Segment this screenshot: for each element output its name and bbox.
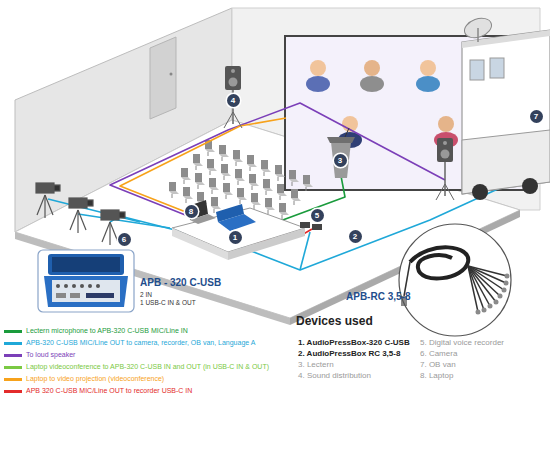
legend-text: APB-320 C-USB MIC/Line OUT to camera, re… (26, 338, 255, 348)
legend-text: APB 320 C-USB MIC/Line OUT to recorder U… (26, 386, 192, 396)
callout-number: 6 (118, 233, 131, 246)
door (150, 37, 176, 119)
callout-number: 8 (185, 205, 198, 218)
inset-frame (38, 250, 134, 312)
device-name: APB - 320 C-USB (140, 277, 221, 288)
legend-line-swatch (4, 378, 22, 381)
legend-text: Laptop to video projection (videoconfere… (26, 374, 164, 384)
legend-text: Lectern microphone to APB-320 C-USB MIC/… (26, 326, 188, 336)
callout-number: 7 (530, 110, 543, 123)
device-spec: 1 USB-C IN & OUT (140, 299, 196, 306)
loudspeaker (436, 138, 454, 200)
case-inset-art (38, 250, 134, 312)
desk (172, 200, 322, 260)
legend-text: Laptop videoconference to APB-320 C-USB … (26, 362, 269, 372)
legend-line-swatch (4, 390, 22, 393)
loudspeaker (224, 66, 242, 128)
device-list-item: 7. OB van (420, 360, 456, 369)
lectern (327, 128, 355, 178)
legend-line-swatch (4, 366, 22, 369)
device-inset: APB - 320 C-USB 2 IN1 USB-C IN & OUT (36, 248, 268, 314)
legend-text: To loud speaker (26, 350, 75, 360)
callout-number: 1 (229, 231, 242, 244)
callout-number: 2 (349, 230, 362, 243)
device-list-item: 5. Digital voice recorder (420, 338, 504, 347)
cable-inset-art (399, 224, 511, 336)
cameras (36, 183, 125, 245)
door-handle (170, 73, 173, 76)
device-list-item: 1. AudioPressBox-320 C-USB (298, 338, 410, 347)
device-name: APB-RC 3,5-8 (346, 291, 410, 302)
device-list-item: 4. Sound distribution (298, 371, 371, 380)
legend-line-swatch (4, 330, 22, 333)
callout-number: 4 (227, 94, 240, 107)
callout-number: 3 (334, 154, 347, 167)
list-heading: Devices used (296, 314, 373, 328)
device-list-item: 8. Laptop (420, 371, 453, 380)
device-list-item: 2. AudioPressBox RC 3,5-8 (298, 349, 400, 358)
ob-van (462, 15, 550, 200)
callout-number: 5 (311, 209, 324, 222)
legend-line-swatch (4, 342, 22, 345)
device-list-item: 6. Camera (420, 349, 457, 358)
device-list-item: 3. Lectern (298, 360, 334, 369)
legend-line-swatch (4, 354, 22, 357)
inset-circle (399, 224, 511, 336)
device-spec: 2 IN (140, 291, 152, 298)
